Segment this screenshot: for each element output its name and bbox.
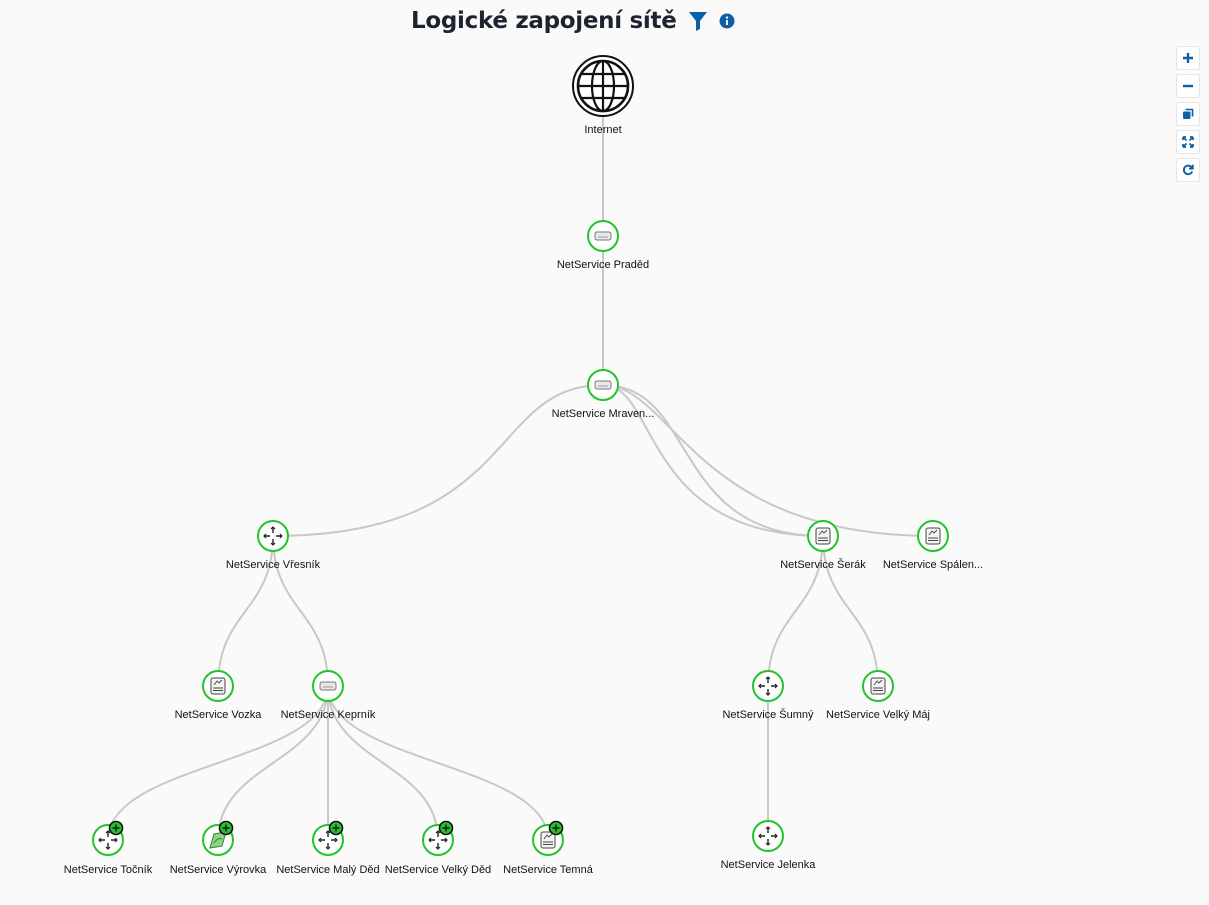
fit-button[interactable]: [1176, 130, 1200, 154]
node-vyrovka[interactable]: NetService Výrovka: [170, 820, 267, 877]
fit-expand-icon: [1182, 136, 1194, 148]
node-praded[interactable]: NetService Praděd: [557, 220, 649, 271]
minus-icon: [1183, 84, 1193, 88]
edge-serak-sumny: [767, 535, 824, 687]
refresh-icon: [1182, 164, 1194, 176]
add-badge-icon[interactable]: [548, 820, 564, 836]
node-internet[interactable]: Internet: [572, 55, 634, 136]
zoom-controls: [1176, 46, 1200, 182]
node-label: NetService Šumný: [722, 708, 814, 721]
node-label: NetService Šerák: [780, 558, 866, 571]
refresh-button[interactable]: [1176, 158, 1200, 182]
add-badge-icon[interactable]: [328, 820, 344, 836]
node-vresnik[interactable]: NetService Vřesník: [226, 520, 321, 571]
router-icon: [319, 681, 337, 691]
info-icon[interactable]: [719, 13, 735, 29]
page-title: Logické zapojení sítě: [411, 8, 677, 34]
edge-serak-velkymaj: [822, 535, 879, 687]
node-circle: [752, 670, 784, 702]
edge-keprnik-tocnik: [107, 685, 329, 841]
edge-mraven-serak: [602, 384, 824, 537]
header: Logické zapojení sítě: [411, 4, 735, 38]
node-temna[interactable]: NetService Temná: [503, 820, 594, 877]
edge-vresnik-vozka: [217, 535, 274, 687]
node-label: NetService Praděd: [557, 259, 649, 271]
zoom-out-button[interactable]: [1176, 74, 1200, 98]
node-circle: [752, 820, 784, 852]
node-circle: [257, 520, 289, 552]
copy-button[interactable]: [1176, 102, 1200, 126]
node-velkyded[interactable]: NetService Velký Děd: [385, 820, 491, 877]
node-label: NetService Vozka: [175, 709, 263, 721]
filter-icon[interactable]: [687, 10, 709, 32]
add-badge-icon[interactable]: [108, 820, 124, 836]
edge-mraven-spalen: [602, 384, 934, 537]
node-label: NetService Temná: [503, 864, 594, 876]
node-spalen[interactable]: NetService Spálen...: [883, 520, 983, 571]
zoom-in-button[interactable]: [1176, 46, 1200, 70]
switch-icon: [428, 830, 448, 850]
router-icon: [594, 380, 612, 390]
plus-icon: [1183, 53, 1193, 63]
copy-icon: [1183, 108, 1194, 119]
node-label: Internet: [584, 124, 621, 136]
server-icon: [925, 527, 941, 545]
node-mraven[interactable]: NetService Mraven...: [552, 369, 655, 420]
edge-mraven-serak: [602, 384, 824, 537]
switch-icon: [263, 526, 283, 546]
server-icon: [815, 527, 831, 545]
edge-mraven-vresnik: [272, 384, 604, 537]
add-badge-icon[interactable]: [218, 820, 234, 836]
node-label: NetService Výrovka: [170, 864, 267, 876]
edge-keprnik-temna: [327, 685, 549, 841]
node-label: NetService Mraven...: [552, 408, 655, 420]
node-jelenka[interactable]: NetService Jelenka: [721, 820, 817, 871]
node-velkymaj[interactable]: NetService Velký Máj: [826, 670, 930, 721]
switch-icon: [758, 826, 778, 846]
node-label: NetService Jelenka: [721, 859, 817, 871]
node-keprnik[interactable]: NetService Keprník: [281, 670, 376, 721]
node-sumny[interactable]: NetService Šumný: [722, 670, 814, 721]
server-icon: [540, 831, 556, 849]
add-badge-icon[interactable]: [438, 820, 454, 836]
node-malyded[interactable]: NetService Malý Děd: [276, 820, 380, 877]
node-tocnik[interactable]: NetService Točník: [64, 820, 153, 877]
edge-keprnik-vyrovka: [217, 685, 329, 841]
switch-icon: [98, 830, 118, 850]
switch-icon: [758, 676, 778, 696]
router-icon: [594, 231, 612, 241]
node-label: NetService Keprník: [281, 709, 376, 721]
edge-vresnik-keprnik: [272, 535, 329, 687]
edge-keprnik-velkyded: [327, 685, 439, 841]
node-label: NetService Spálen...: [883, 559, 983, 571]
switch-icon: [318, 830, 338, 850]
globe-icon: [572, 55, 634, 117]
node-label: NetService Točník: [64, 864, 153, 876]
node-label: NetService Malý Děd: [276, 864, 379, 876]
server-icon: [870, 677, 886, 695]
node-label: NetService Vřesník: [226, 559, 321, 571]
node-vozka[interactable]: NetService Vozka: [175, 670, 263, 721]
node-label: NetService Velký Děd: [385, 864, 491, 876]
server-icon: [210, 677, 226, 695]
node-serak[interactable]: NetService Šerák: [780, 520, 866, 571]
node-label: NetService Velký Máj: [826, 709, 930, 721]
